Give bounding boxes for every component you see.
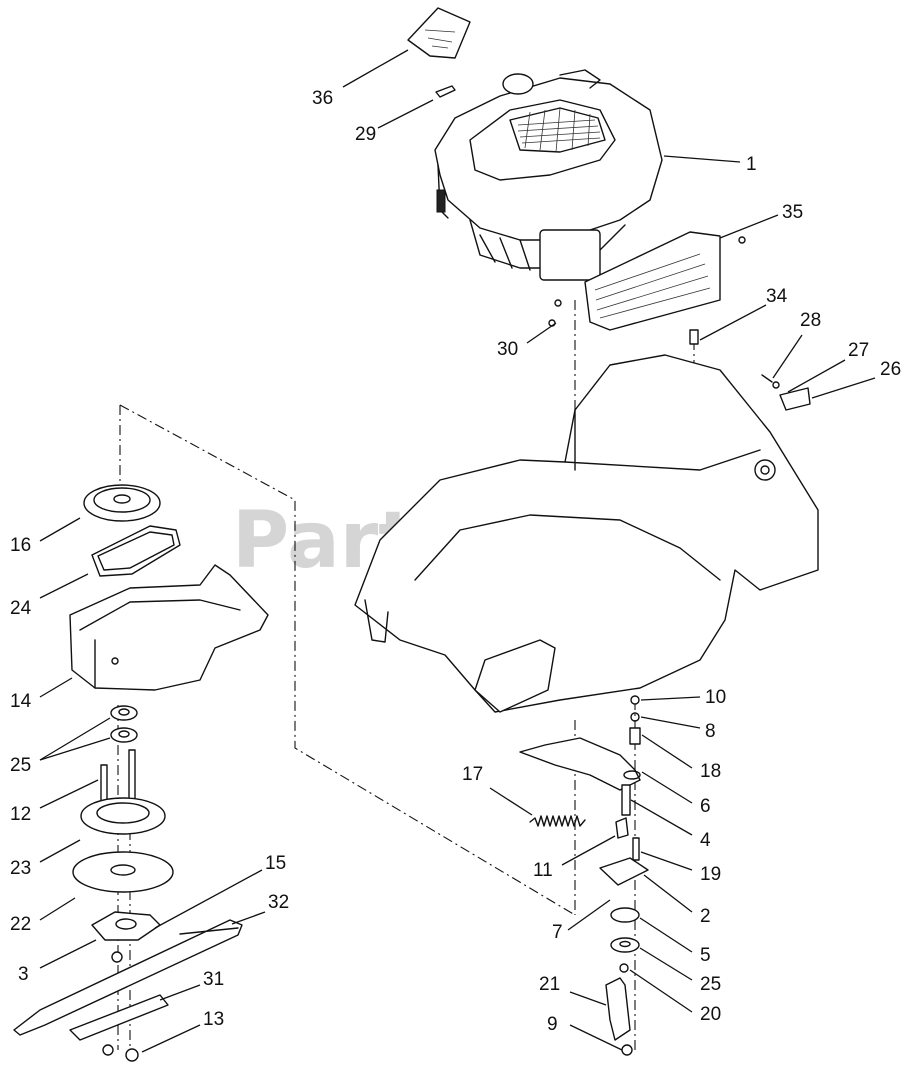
muffler-guard — [584, 231, 746, 331]
callout-7: 7 — [552, 922, 563, 943]
mower-deck — [354, 354, 819, 713]
pulley — [83, 484, 161, 522]
nuts — [102, 951, 139, 1062]
spring — [529, 815, 586, 827]
callout-5: 5 — [700, 945, 711, 966]
bolt-34 — [689, 329, 699, 345]
bolts — [548, 299, 562, 327]
callout-19: 19 — [700, 864, 721, 885]
belt — [91, 525, 181, 577]
blade-stiffener — [69, 994, 169, 1041]
callout-3: 3 — [18, 964, 29, 985]
blade — [13, 919, 243, 1036]
decal — [407, 7, 471, 59]
callout-9: 9 — [547, 1014, 558, 1035]
callout-16: 16 — [10, 535, 31, 556]
pin — [435, 85, 456, 98]
hardware-stack — [599, 695, 649, 1056]
callout-labels: 36 29 1 35 30 34 28 27 26 16 24 14 25 12… — [10, 88, 901, 1035]
callout-20: 20 — [700, 1004, 721, 1025]
blade-disc — [72, 851, 174, 893]
callout-18: 18 — [700, 761, 721, 782]
callout-27: 27 — [848, 340, 869, 361]
callout-23: 23 — [10, 858, 31, 879]
callout-36: 36 — [312, 88, 333, 109]
callout-14: 14 — [10, 691, 32, 712]
pulley-hub — [80, 797, 166, 835]
callout-10: 10 — [705, 687, 726, 708]
bracket-26 — [761, 374, 811, 411]
callout-30: 30 — [497, 339, 518, 360]
blade-adapter — [91, 911, 161, 941]
callout-31: 31 — [203, 969, 224, 990]
callout-2: 2 — [700, 906, 711, 927]
brake-bracket — [519, 737, 641, 791]
callout-26: 26 — [880, 359, 901, 380]
callout-32: 32 — [268, 892, 289, 913]
belt-cover — [69, 564, 269, 691]
callout-35: 35 — [782, 202, 803, 223]
callout-17: 17 — [462, 764, 483, 785]
leader-lines — [39, 49, 876, 1053]
bearings — [110, 705, 138, 743]
callout-22: 22 — [10, 914, 31, 935]
callout-25-left: 25 — [10, 755, 31, 776]
callout-6: 6 — [700, 796, 711, 817]
callout-28: 28 — [800, 310, 821, 331]
callout-21: 21 — [539, 974, 560, 995]
callout-12: 12 — [10, 804, 31, 825]
callout-11: 11 — [533, 860, 553, 881]
callout-24: 24 — [10, 598, 32, 619]
callout-29: 29 — [355, 124, 376, 145]
callout-1: 1 — [746, 154, 757, 175]
engine — [434, 69, 663, 281]
callout-4: 4 — [700, 830, 711, 851]
callout-8: 8 — [705, 721, 716, 742]
callout-15: 15 — [265, 853, 286, 874]
callout-13: 13 — [203, 1009, 224, 1030]
callout-34: 34 — [766, 286, 788, 307]
callout-25-right: 25 — [700, 974, 721, 995]
